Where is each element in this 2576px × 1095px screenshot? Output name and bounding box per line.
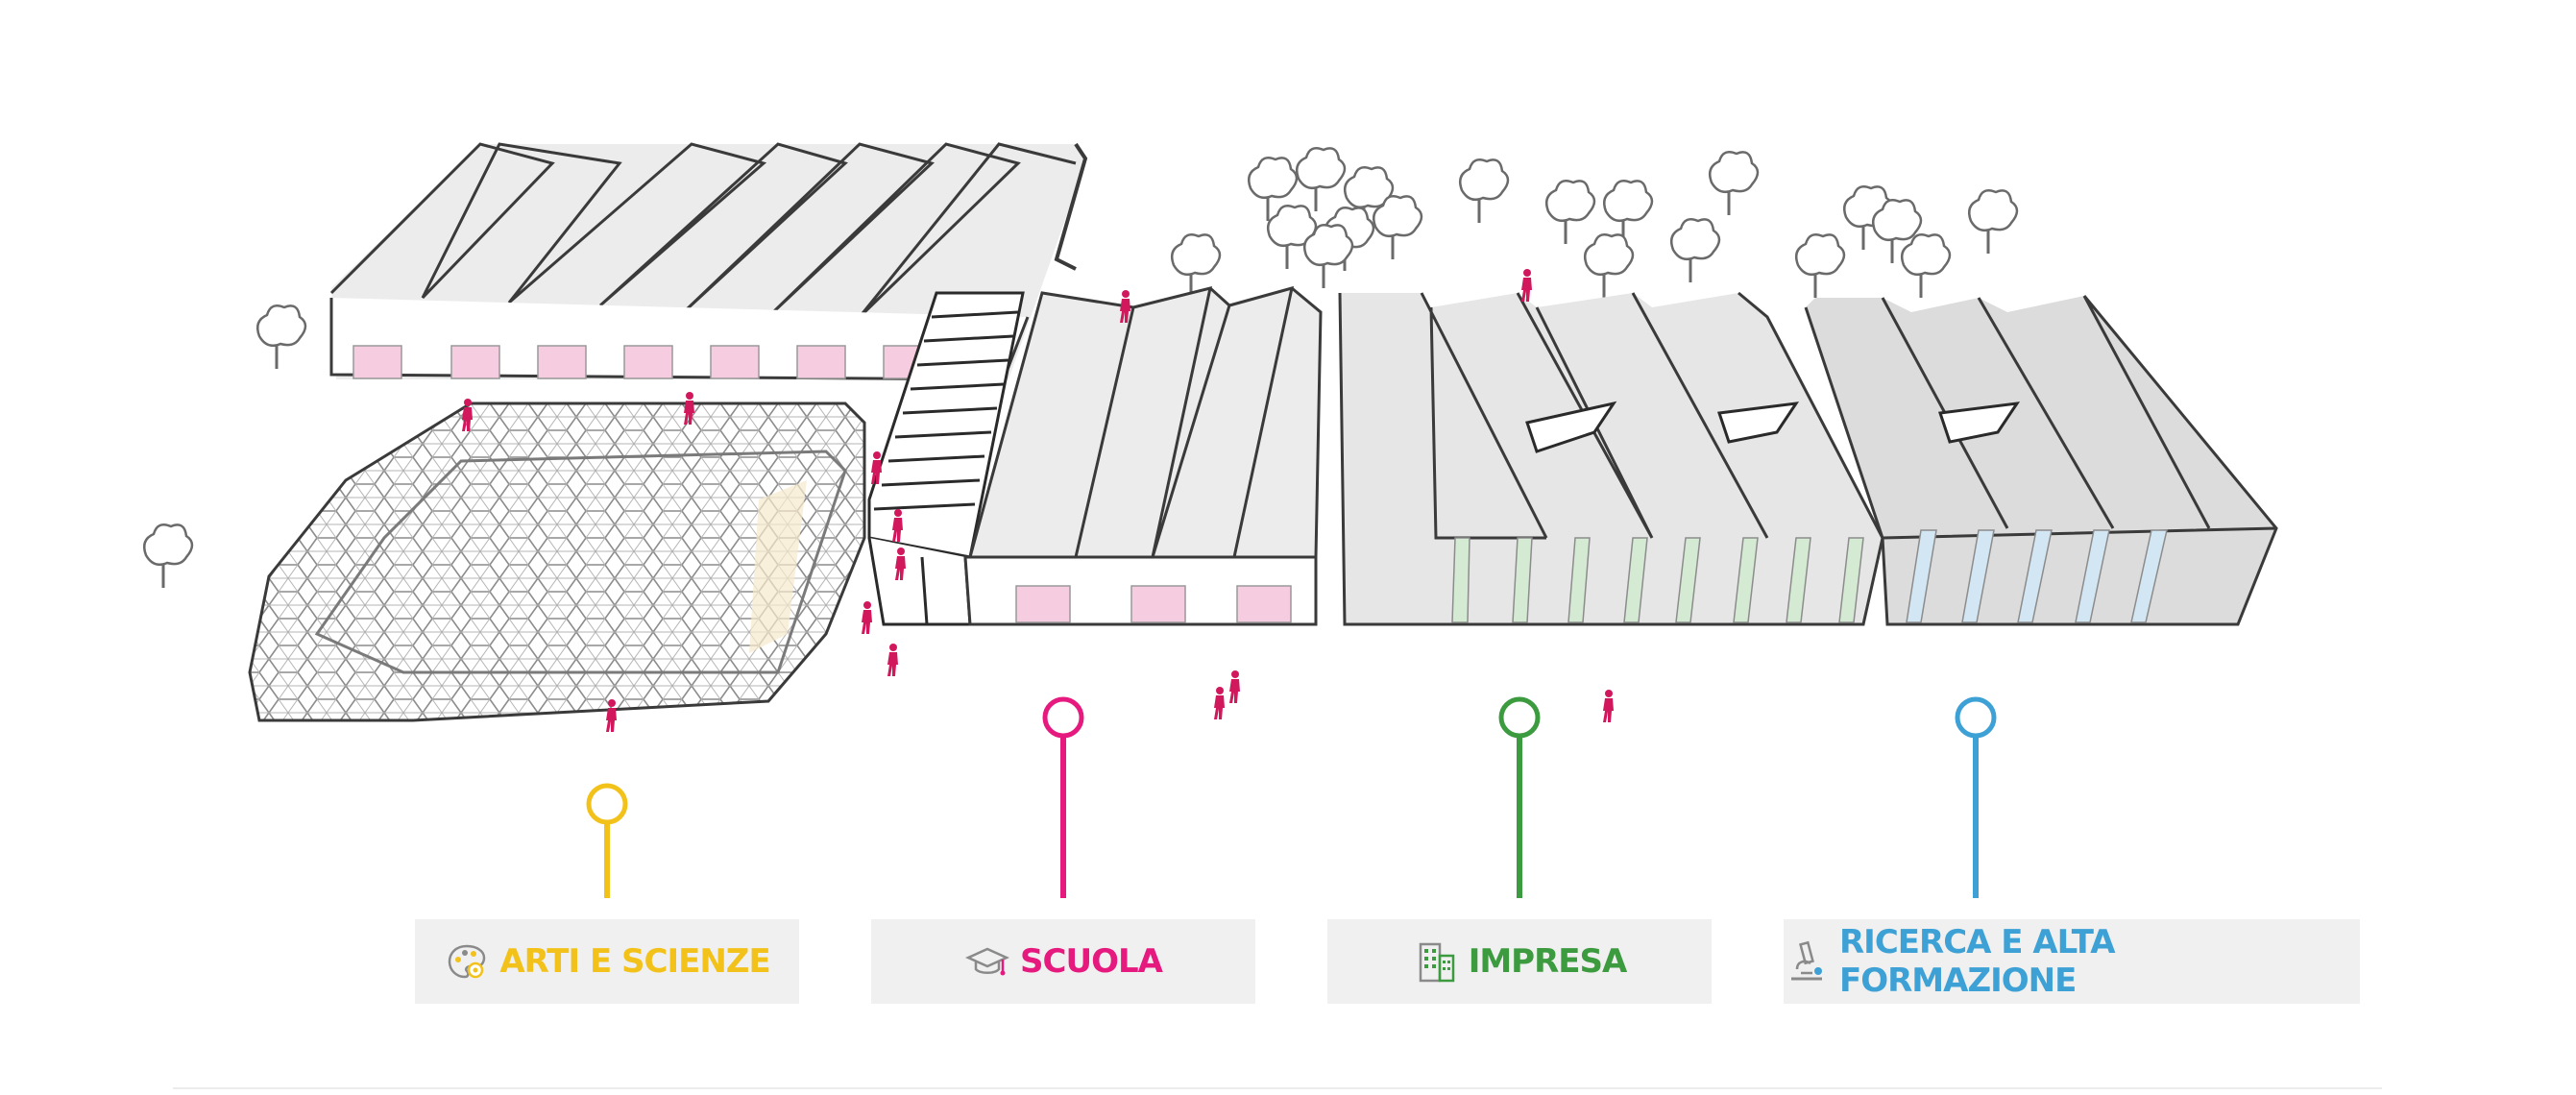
lattice-pavilion [248, 402, 866, 722]
building-scuola [963, 285, 1323, 626]
office-building-icon [1419, 942, 1454, 983]
pin-arti [586, 783, 628, 898]
pin-ricerca [1955, 696, 1997, 898]
pin-scuola [1042, 696, 1084, 898]
building-ricerca [1804, 295, 2278, 626]
building-sawtooth-hall [329, 142, 1088, 381]
pin-impresa [1498, 696, 1541, 898]
category-button-scuola[interactable]: SCUOLA [871, 919, 1255, 1004]
category-label-arti: ARTI E SCIENZE [499, 942, 770, 981]
category-label-impresa: IMPRESA [1468, 942, 1628, 981]
category-button-arti[interactable]: ARTI E SCIENZE [415, 919, 799, 1004]
category-button-impresa[interactable]: IMPRESA [1327, 919, 1712, 1004]
graduation-cap-icon [964, 947, 1010, 976]
divider [173, 1087, 2382, 1089]
category-button-ricerca[interactable]: RICERCA E ALTA FORMAZIONE [1784, 919, 2360, 1004]
palette-gear-icon [449, 944, 486, 979]
staircase [867, 291, 1025, 626]
category-label-ricerca: RICERCA E ALTA FORMAZIONE [1839, 923, 2116, 1000]
microscope-icon [1791, 940, 1822, 981]
building-impresa [1338, 291, 1884, 626]
category-label-scuola: SCUOLA [1020, 942, 1163, 981]
